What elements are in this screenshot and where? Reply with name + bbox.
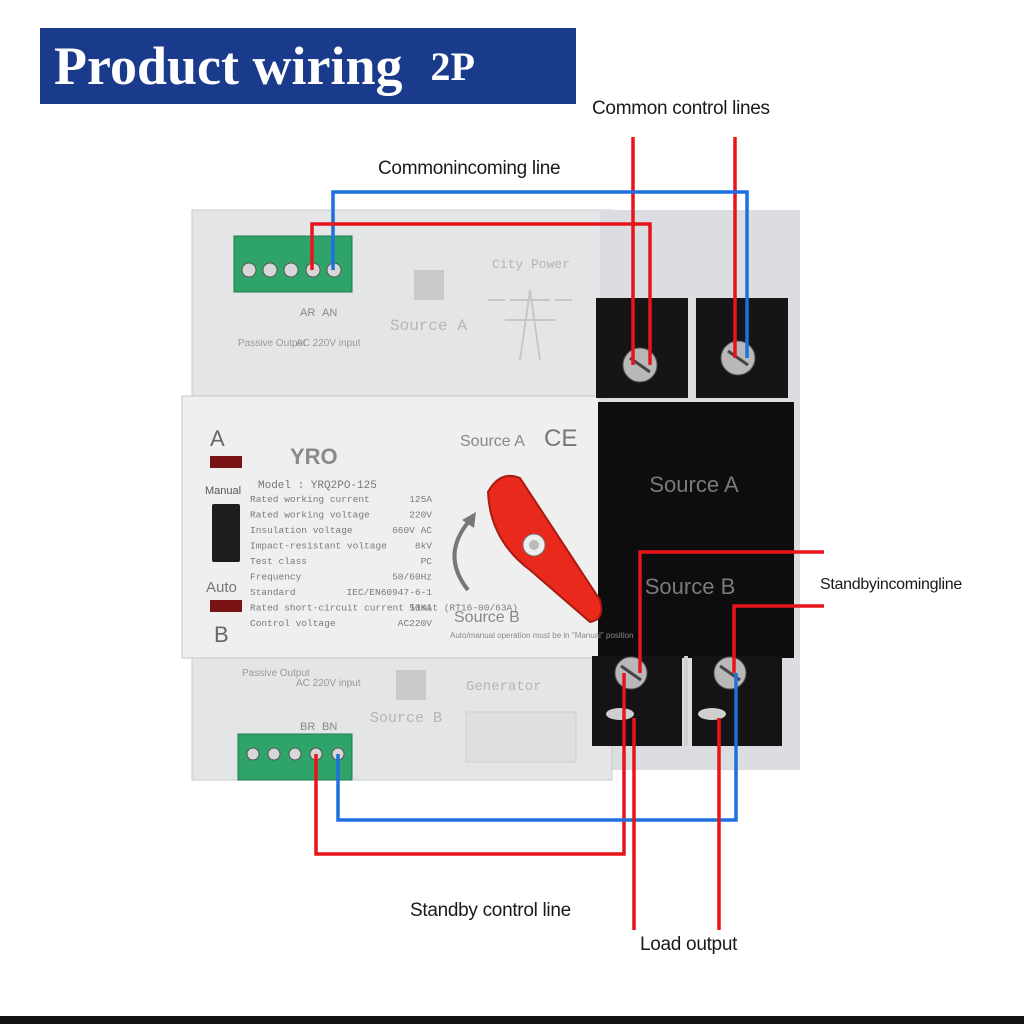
bottom-section-source: Source B <box>370 710 442 727</box>
indicator-b-led <box>210 600 242 612</box>
switch-note: Auto/manual operation must be in "Manual… <box>450 631 634 640</box>
top-section-name: City Power <box>492 257 570 272</box>
passive-output-label-top: Passive Output <box>238 338 306 349</box>
mode-auto-label: Auto <box>206 579 237 596</box>
indicator-b-label: B <box>214 622 229 647</box>
panel-source-b-label: Source B <box>454 609 520 626</box>
pole-label: 2P <box>430 43 475 89</box>
callout-standby-incoming: Standbyincomingline <box>820 576 962 593</box>
spec-value: PC <box>421 556 433 567</box>
bottom-section-name: Generator <box>466 679 542 695</box>
callout-standby-control: Standby control line <box>410 900 571 921</box>
wire-standby-incoming-1 <box>638 550 824 673</box>
black-source-a-label: Source A <box>649 472 739 497</box>
spec-label: Rated working current <box>250 494 370 505</box>
ac-input-label-bottom: AC 220V input <box>296 678 361 689</box>
passive-output-label-bottom: Passive Output <box>242 668 310 679</box>
spec-value: AC220V <box>398 618 433 629</box>
terminal-label-ar: AR <box>300 307 315 319</box>
brand-logo: YRO <box>290 444 338 469</box>
source-a-icon <box>414 270 444 300</box>
wire-common-incoming-blue <box>331 190 749 358</box>
wire-common-incoming-red <box>310 222 652 365</box>
top-section-source: Source A <box>390 317 467 335</box>
ac-input-label-top: AC 220V input <box>296 338 361 349</box>
arrow-head-icon <box>462 512 476 528</box>
spec-table: Rated working current 125A Rated working v… <box>250 494 518 629</box>
panel-source-a-label: Source A <box>460 433 525 450</box>
spec-label: Standard <box>250 587 296 598</box>
mode-manual-label: Manual <box>205 485 241 497</box>
spec-label: Rated short-circuit current limit (RT16-… <box>250 603 518 614</box>
terminal-label-br: BR <box>300 721 315 733</box>
title-banner: Product wiring 2P <box>40 28 576 104</box>
spec-label: Test class <box>250 556 307 567</box>
wire-standby-incoming-2 <box>732 604 824 673</box>
spec-value: 50/60Hz <box>392 572 432 583</box>
ce-mark: CE <box>544 425 577 452</box>
spec-value: 50KA <box>409 603 432 614</box>
spec-value: 660V AC <box>392 525 432 536</box>
wire-standby-control-blue <box>336 673 738 822</box>
terminal-block-bottom <box>237 733 353 781</box>
power-tower-icon <box>488 289 572 361</box>
spec-value: 220V <box>409 510 432 521</box>
terminal-label-an: AN <box>322 307 337 319</box>
indicator-a-label: A <box>210 426 225 451</box>
spec-value: 8kV <box>415 541 432 552</box>
spec-label: Rated working voltage <box>250 510 370 521</box>
spec-value: IEC/EN60947-6-1 <box>346 587 432 598</box>
page-title: Product wiring <box>54 36 403 96</box>
callout-load-output: Load output <box>640 934 738 955</box>
screw-terminal-icon <box>614 656 648 690</box>
spec-label: Control voltage <box>250 618 336 629</box>
source-b-icon <box>396 670 426 700</box>
spec-label: Frequency <box>250 572 302 583</box>
spec-value: 125A <box>409 494 432 505</box>
bottom-divider <box>0 1016 1024 1024</box>
spec-label: Impact-resistant voltage <box>250 541 387 552</box>
model-label: Model : YRQ2PO-125 <box>258 480 377 492</box>
mode-toggle-switch[interactable] <box>212 504 240 562</box>
screw-terminal-icon <box>720 340 756 376</box>
spec-label: Insulation voltage <box>250 525 353 536</box>
screw-terminal-icon <box>622 347 658 383</box>
callout-common-incoming: Commonincoming line <box>378 158 561 179</box>
rotary-knob[interactable] <box>486 474 603 624</box>
indicator-a-led <box>210 456 242 468</box>
generator-icon <box>465 711 577 763</box>
terminal-label-bn: BN <box>322 721 337 733</box>
callout-common-control: Common control lines <box>592 98 770 119</box>
wire-standby-control-red <box>314 673 626 856</box>
screw-terminal-icon <box>713 656 747 690</box>
wires <box>310 137 824 930</box>
black-source-b-label: Source B <box>645 574 736 599</box>
rotate-arrow-icon <box>452 518 472 592</box>
